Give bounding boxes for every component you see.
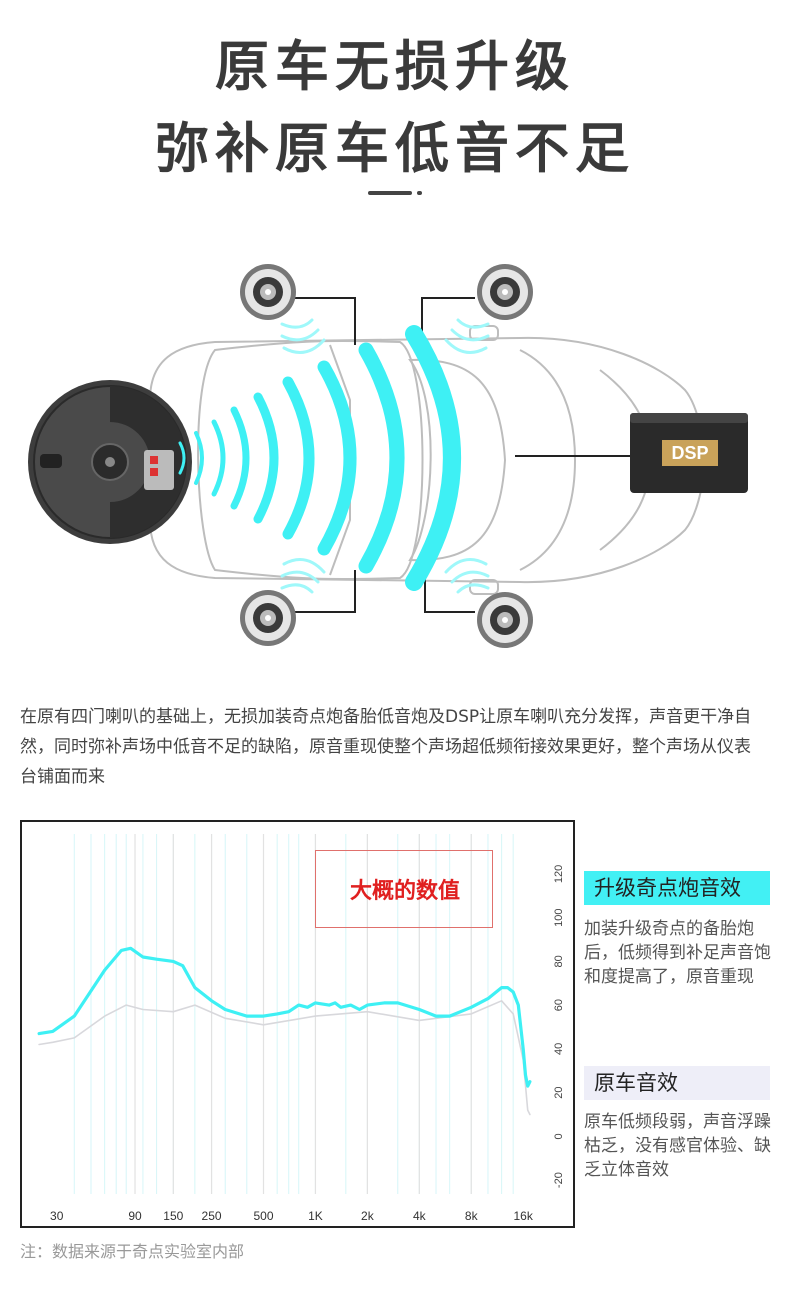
dsp-unit: DSP xyxy=(630,413,748,493)
y-tick-label: 80 xyxy=(553,955,565,967)
legend-upgrade-desc: 加装升级奇点的备胎炮后，低频得到补足声音饱和度提高了，原音重现 xyxy=(584,919,771,987)
x-tick-label: 16k xyxy=(513,1209,533,1223)
x-tick-label: 90 xyxy=(128,1209,142,1223)
x-tick-label: 2k xyxy=(361,1209,375,1223)
car-system-illustration: DSP xyxy=(28,264,748,648)
legend-original-desc: 原车低频段弱，声音浮躁枯乏，没有感官体验、缺乏立体音效 xyxy=(584,1112,771,1180)
chart-svg: 30 90 150 250 500 1K 2k 4k 8k 16k 120 100 80 60 40 20 0 -… xyxy=(37,834,565,1223)
leader-lines xyxy=(295,297,630,613)
title-divider xyxy=(368,191,412,195)
series-upgrade-line xyxy=(37,946,532,1088)
speaker-rear-left xyxy=(240,590,296,646)
chart-note-text: 大概的数值 xyxy=(349,879,460,904)
y-tick-label: 20 xyxy=(553,1087,565,1099)
dsp-label: DSP xyxy=(671,443,708,463)
y-tick-label: -20 xyxy=(553,1172,565,1188)
x-tick-label: 8k xyxy=(465,1209,479,1223)
feature-description: 在原有四门喇叭的基础上，无损加装奇点炮备胎低音炮及DSP让原车喇叭充分发挥，声音… xyxy=(20,707,752,787)
speaker-front-right xyxy=(477,264,533,320)
bass-sound-waves xyxy=(178,325,461,591)
x-tick-label: 30 xyxy=(50,1209,64,1223)
x-tick-label: 150 xyxy=(163,1209,183,1223)
y-tick-label: 40 xyxy=(553,1043,565,1055)
frequency-response-chart: 30 90 150 250 500 1K 2k 4k 8k 16k 120 100 80 60 40 20 0 -… xyxy=(20,820,575,1228)
chart-note-box: 大概的数值 xyxy=(315,850,493,928)
legend-original-title: 原车音效 xyxy=(584,1066,770,1100)
speaker-rear-right xyxy=(477,592,533,648)
y-tick-label: 0 xyxy=(553,1133,565,1139)
legend-upgrade-title: 升级奇点炮音效 xyxy=(584,871,770,905)
headline-line-2: 弥补原车低音不足 xyxy=(155,117,635,180)
series-original-line xyxy=(38,1000,531,1116)
title-divider-dot xyxy=(417,191,422,195)
y-tick-label: 120 xyxy=(553,865,565,883)
headline-line-1: 原车无损升级 xyxy=(215,35,575,98)
dsp-label-plate xyxy=(662,440,718,466)
spare-tire-subwoofer xyxy=(28,380,192,544)
y-tick-label: 60 xyxy=(553,999,565,1011)
door-speaker-waves xyxy=(280,318,490,594)
x-tick-label: 500 xyxy=(253,1209,273,1223)
x-tick-label: 250 xyxy=(202,1209,222,1223)
footnote: 注：数据来源于奇点实验室内部 xyxy=(20,1242,245,1261)
x-tick-label: 1K xyxy=(308,1209,323,1223)
y-tick-label: 100 xyxy=(553,908,565,926)
x-tick-label: 4k xyxy=(413,1209,427,1223)
speaker-front-left xyxy=(240,264,296,320)
